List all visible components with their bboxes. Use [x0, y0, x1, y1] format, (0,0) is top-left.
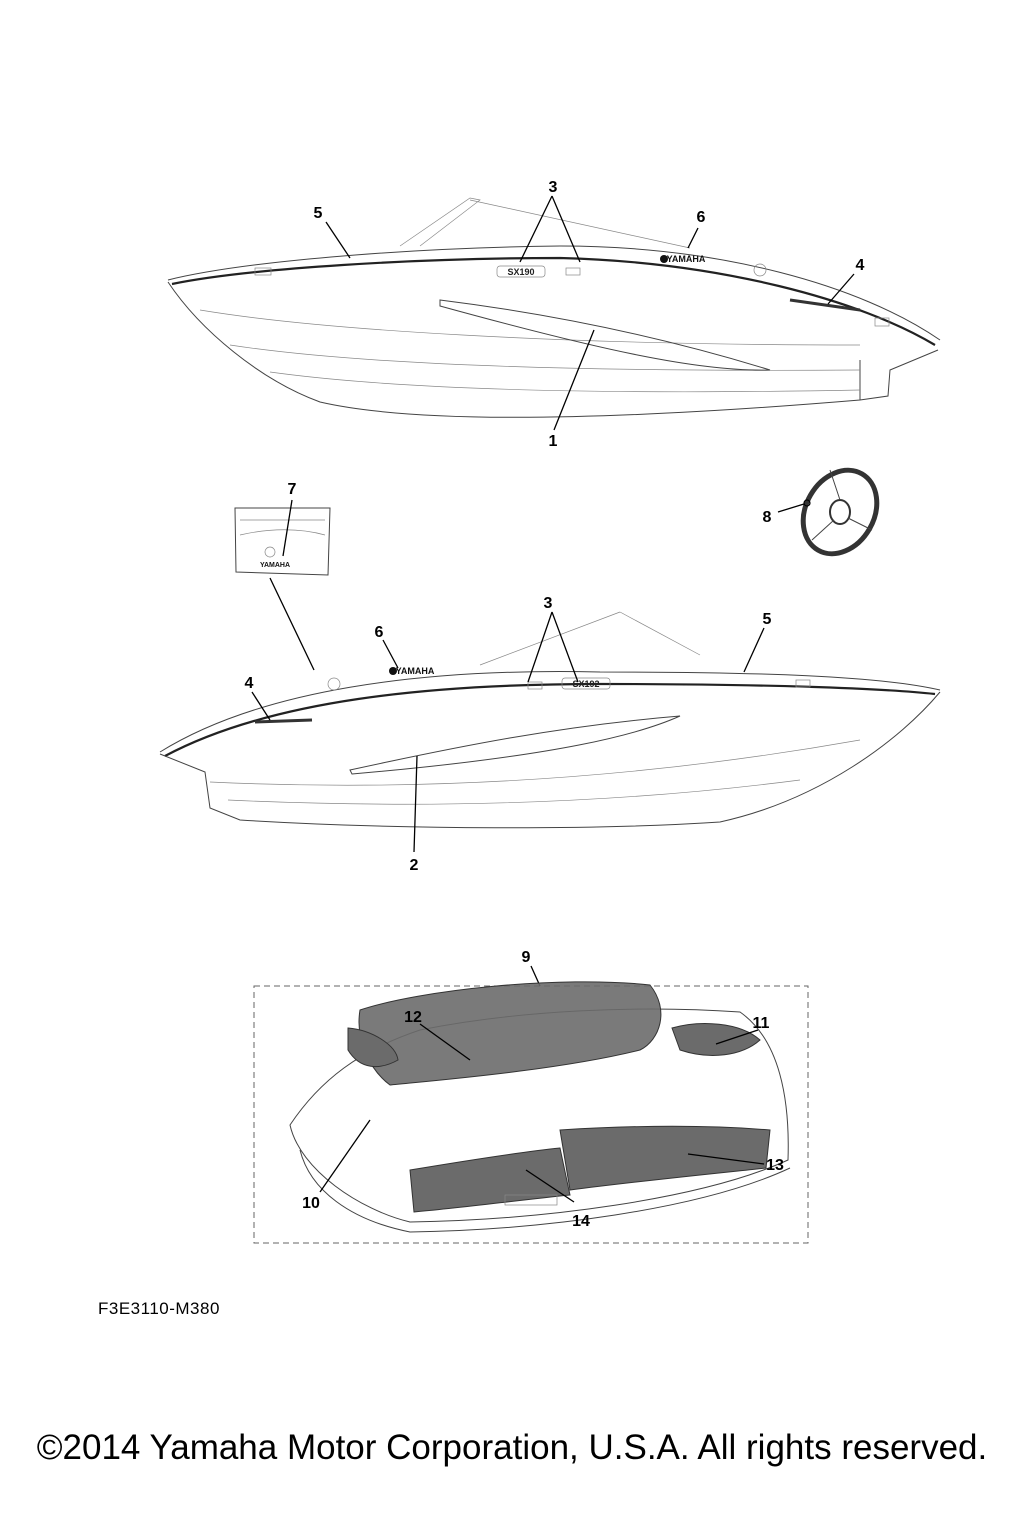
boat-top-view: SX190 YAMAHA [167, 197, 941, 418]
callout-10: 10 [302, 1195, 320, 1212]
callout-3: 3 [549, 179, 558, 196]
callout-14: 14 [572, 1213, 590, 1230]
callout-3: 3 [544, 595, 553, 612]
callout-6: 6 [697, 209, 706, 226]
callout-12: 12 [404, 1009, 422, 1026]
steering-wheel-detail [777, 467, 880, 557]
callout-1: 1 [549, 433, 558, 450]
callout-4: 4 [245, 675, 254, 692]
callout-4: 4 [856, 257, 865, 274]
drawing-code: F3E3110-M380 [98, 1299, 220, 1318]
callout-7: 7 [288, 481, 297, 498]
callout-5: 5 [314, 205, 323, 222]
brand-decal-transom: YAMAHA [260, 562, 290, 569]
mat-kit-detail [253, 965, 809, 1244]
callout-8: 8 [763, 509, 772, 526]
callout-9: 9 [522, 949, 531, 966]
callout-6: 6 [375, 624, 384, 641]
callout-13: 13 [766, 1157, 784, 1174]
model-badge-decal: SX190 [507, 267, 534, 277]
callout-2: 2 [410, 857, 419, 874]
model-badge-decal-2: SX192 [572, 679, 599, 689]
boat-bottom-view: SX192 YAMAHA [159, 611, 941, 829]
transom-detail: YAMAHA [234, 499, 331, 671]
callout-11: 11 [753, 1015, 770, 1032]
brand-decal: YAMAHA [667, 254, 706, 264]
leader-lines-bottom [251, 611, 765, 853]
callout-5: 5 [763, 611, 772, 628]
copyright-notice: ©2014 Yamaha Motor Corporation, U.S.A. A… [36, 1428, 988, 1467]
leader-lines-top [325, 195, 855, 431]
brand-decal-2: YAMAHA [396, 666, 435, 676]
